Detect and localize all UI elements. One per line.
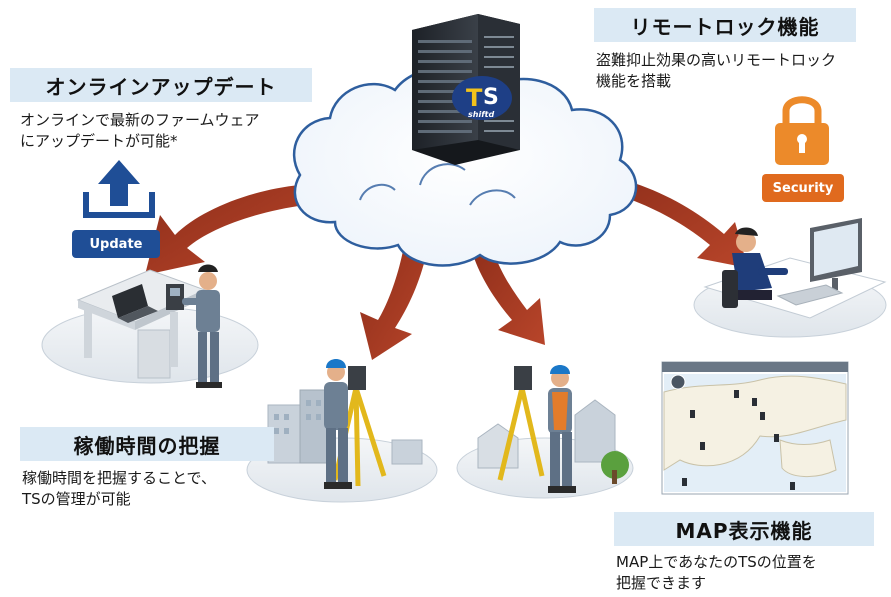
arrow-to-remote-lock	[600, 175, 748, 268]
feature-title-online-update: オンラインアップデート	[10, 68, 312, 102]
arrow-to-map	[470, 240, 545, 345]
map-screen	[661, 361, 849, 495]
feature-title-operating-time: 稼働時間の把握	[20, 427, 274, 461]
feature-desc-online-update: オンラインで最新のファームウェア にアップデートが可能*	[20, 111, 260, 150]
ts-logo: T S shiftd	[452, 76, 512, 120]
survey-site-left	[246, 359, 438, 503]
cloud	[292, 66, 638, 267]
svg-text:T: T	[466, 84, 483, 112]
feature-desc-map-display: MAP上であなたのTSの位置を 把握できます	[616, 553, 817, 592]
svg-text:shiftd: shiftd	[468, 110, 495, 119]
arrow-to-operating-time	[360, 240, 428, 360]
update-badge: Update	[72, 230, 160, 258]
feature-desc-remote-lock: 盗難抑止効果の高いリモートロック 機能を搭載	[596, 51, 837, 90]
survey-site-right	[456, 365, 634, 499]
office-scene	[41, 264, 259, 388]
feature-title-map-display: MAP表示機能	[614, 512, 874, 546]
upload-icon	[83, 160, 155, 218]
feature-title-remote-lock: リモートロック機能	[594, 8, 856, 42]
lock-icon	[775, 96, 829, 165]
security-badge: Security	[762, 174, 844, 202]
svg-text:S: S	[483, 85, 499, 110]
remote-office-scene	[693, 218, 887, 338]
feature-desc-operating-time: 稼働時間を把握することで、 TSの管理が可能	[22, 469, 216, 508]
arrow-to-update	[145, 185, 305, 275]
